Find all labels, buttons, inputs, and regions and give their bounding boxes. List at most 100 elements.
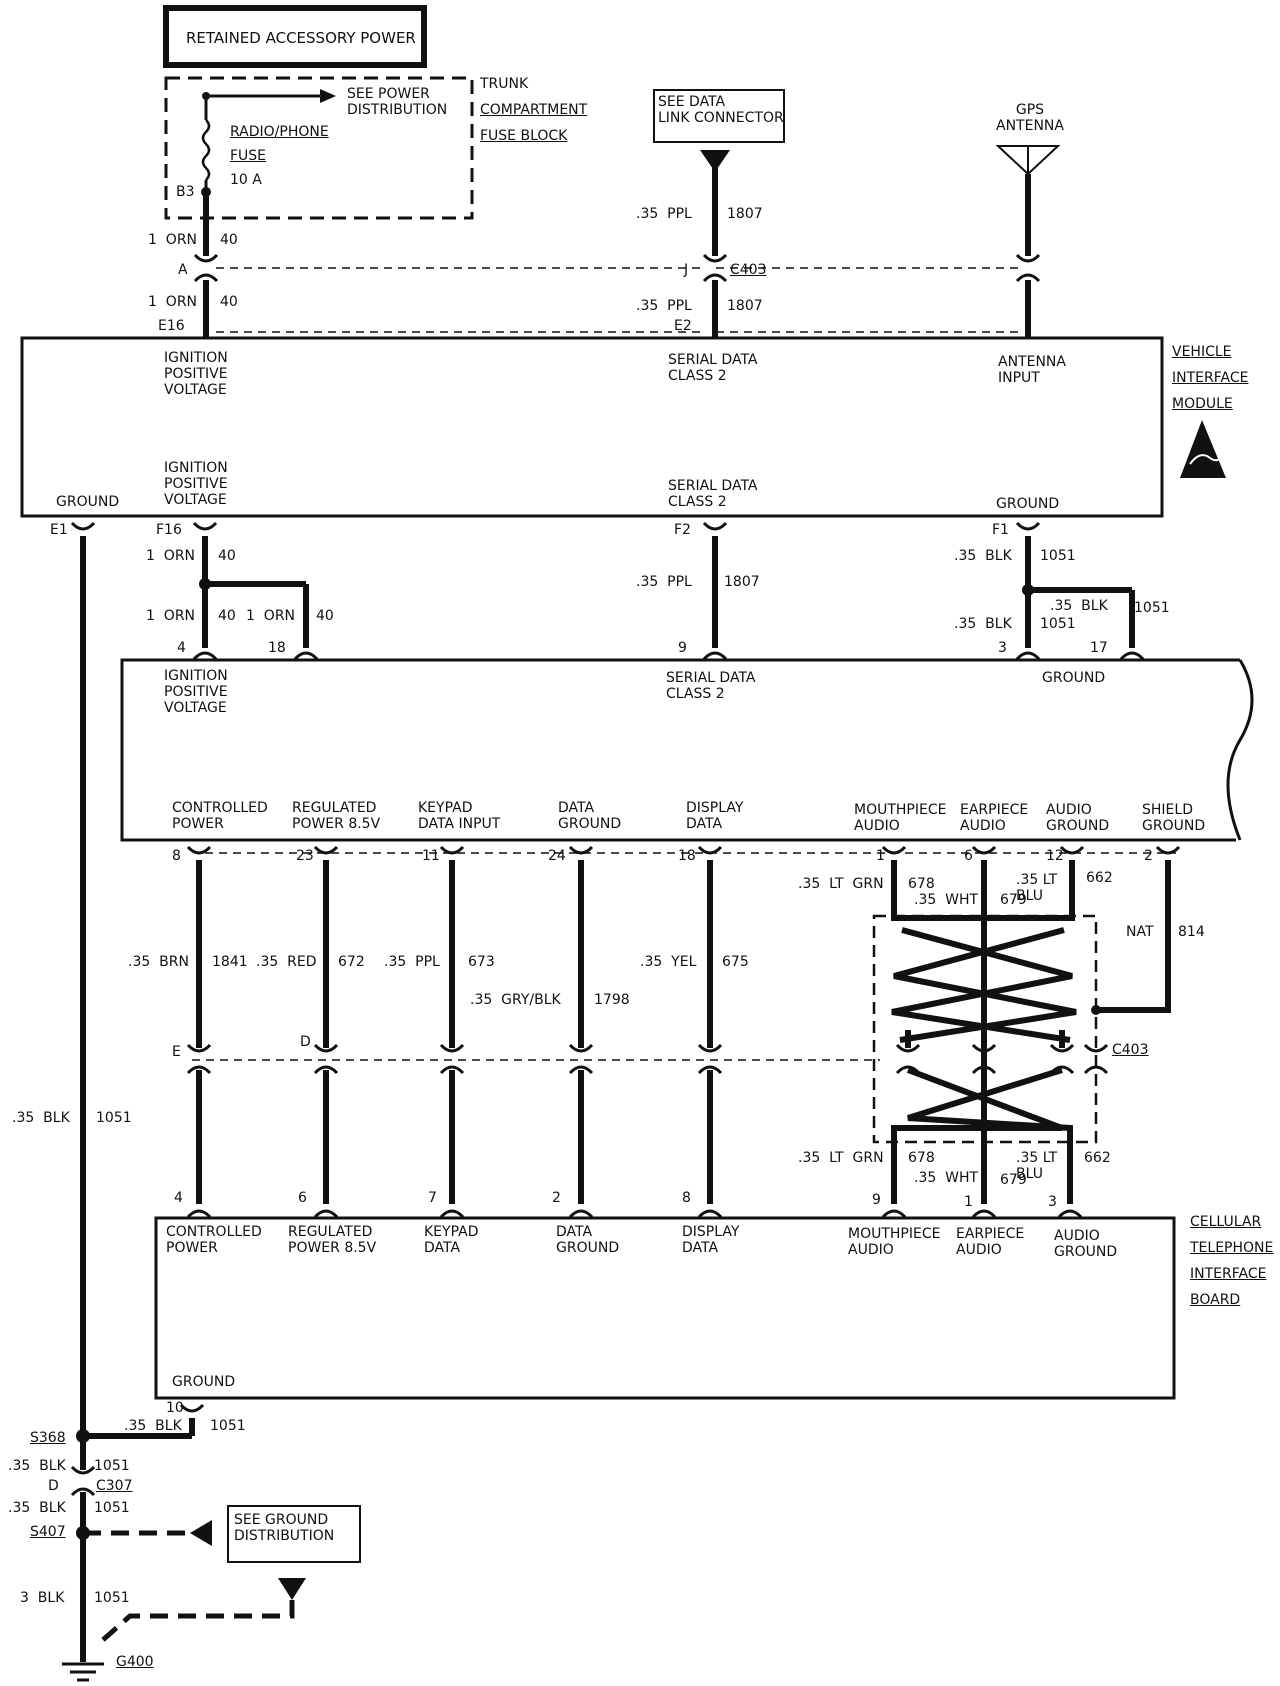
data-link-box: [653, 89, 785, 143]
wire-gauge: .35 LT GRN: [798, 876, 884, 892]
wire-gauge: .35 PPL: [384, 954, 440, 970]
connector-c403-label: C403: [1112, 1042, 1149, 1058]
pin-9-label: 9: [678, 640, 687, 656]
vehicle-interface-module-box: [20, 336, 1164, 518]
data-ground-label: DATA GROUND: [558, 800, 622, 832]
vim-ground-left-label: GROUND: [56, 494, 120, 510]
pin-label: 3: [1048, 1194, 1057, 1210]
wire-gauge: 3 BLK: [20, 1590, 65, 1606]
wire-gauge: .35 PPL: [636, 298, 692, 314]
compartment-label: COMPARTMENT: [480, 102, 588, 118]
splice-s368-label: S368: [30, 1430, 66, 1446]
pin-3-label: 3: [998, 640, 1007, 656]
board-data-ground-label: DATA GROUND: [556, 1224, 620, 1256]
pin-e16-label: E16: [158, 318, 185, 334]
earpiece-audio-label: EARPIECE AUDIO: [960, 802, 1029, 834]
pin-f2-label: F2: [674, 522, 691, 538]
wire-circuit: 1051: [1040, 616, 1076, 632]
ground-symbol-icon: [62, 1662, 104, 1682]
pin-e1-label: E1: [50, 522, 68, 538]
wire-circuit: 679: [1000, 1172, 1027, 1188]
wire-circuit: 1051: [94, 1500, 130, 1516]
terminal-b3-label: B3: [176, 184, 195, 200]
gps-antenna-label: GPS ANTENNA: [996, 102, 1064, 134]
esd-warning-icon: [1180, 420, 1226, 478]
connector-e-label: E: [172, 1044, 181, 1060]
wire-circuit: 40: [316, 608, 334, 624]
board-title-1: CELLULAR: [1190, 1214, 1262, 1230]
fuse-block-box: [164, 76, 474, 220]
board-display-data-label: DISPLAY DATA: [682, 1224, 740, 1256]
wire-circuit: 1798: [594, 992, 630, 1008]
fuse-amps-label: 10 A: [230, 172, 262, 188]
wire-gauge: .35 BLK: [124, 1418, 182, 1434]
pin-label: 23: [296, 848, 314, 864]
wire-gauge: .35 LT BLU: [1016, 872, 1058, 904]
board-earpiece-audio-label: EARPIECE AUDIO: [956, 1226, 1025, 1258]
telephone-module-box: [120, 658, 1240, 842]
retained-power-box: [163, 5, 427, 68]
pin-10-label: 10: [166, 1400, 184, 1416]
wire-circuit: 662: [1084, 1150, 1111, 1166]
pin-e2-label: E2: [674, 318, 692, 334]
wire-gauge: 1 ORN: [146, 608, 196, 624]
vim-antenna-input-label: ANTENNA INPUT: [998, 354, 1066, 386]
pin-18-label: 18: [268, 640, 286, 656]
arrow-icon: [320, 89, 336, 103]
pin-label: 24: [548, 848, 566, 864]
board-title-4: BOARD: [1190, 1292, 1241, 1308]
wire-circuit: 679: [1000, 892, 1027, 908]
wire-gauge: .35 PPL: [636, 206, 692, 222]
wire-circuit: 40: [218, 608, 236, 624]
wire-circuit: 1807: [727, 298, 763, 314]
wire-circuit: 814: [1178, 924, 1205, 940]
vim-ignition-bottom-label: IGNITION POSITIVE VOLTAGE: [164, 460, 228, 508]
twisted-audio-wires: [872, 845, 1181, 1219]
wire-circuit: 1051: [1134, 600, 1170, 616]
pin-label: 1: [876, 848, 885, 864]
connector-d-label: D: [48, 1478, 59, 1494]
wire-circuit: 40: [220, 294, 238, 310]
wire-circuit: 1051: [96, 1110, 132, 1126]
wire-gauge: .35 WHT: [914, 892, 979, 908]
board-keypad-data-label: KEYPAD DATA: [424, 1224, 479, 1256]
wire-circuit: 675: [722, 954, 749, 970]
board-title-3: INTERFACE: [1190, 1266, 1267, 1282]
board-regulated-power-label: REGULATED POWER 8.5V: [288, 1224, 377, 1256]
wire-gauge: .35 LT GRN: [798, 1150, 884, 1166]
pin-label: 6: [964, 848, 973, 864]
wire-gauge: .35 LT BLU: [1016, 1150, 1058, 1182]
interface-board-box: [154, 1216, 1176, 1400]
wire-circuit: 678: [908, 1150, 935, 1166]
board-title-2: TELEPHONE: [1190, 1240, 1274, 1256]
pin-label: 8: [682, 1190, 691, 1206]
splice-s407-label: S407: [30, 1524, 66, 1540]
fuse-icon: [201, 119, 211, 181]
wire-gauge: .35 GRY/BLK: [470, 992, 561, 1008]
mouthpiece-audio-label: MOUTHPIECE AUDIO: [854, 802, 947, 834]
keypad-data-input-label: KEYPAD DATA INPUT: [418, 800, 501, 832]
pin-label: 12: [1046, 848, 1064, 864]
pin-label: 11: [422, 848, 440, 864]
connector-c403-label: C403: [730, 262, 767, 278]
ground-distribution-box: [227, 1505, 361, 1563]
fuse-block-label: FUSE BLOCK: [480, 128, 568, 144]
wire-circuit: 1051: [94, 1458, 130, 1474]
radio-phone-label: RADIO/PHONE: [230, 124, 329, 140]
wire-gauge: NAT: [1126, 924, 1154, 940]
wire-gauge: 1 ORN: [246, 608, 296, 624]
data-link-label: SEE DATA LINK CONNECTOR: [658, 94, 784, 126]
board-ground-label: GROUND: [172, 1374, 236, 1390]
vim-serial-bottom-label: SERIAL DATA CLASS 2: [668, 478, 758, 510]
pin-label: 1: [964, 1194, 973, 1210]
wire-circuit: 1051: [94, 1590, 130, 1606]
ground-g400-label: G400: [116, 1654, 154, 1670]
pin-label: 2: [1144, 848, 1153, 864]
wire-gauge: 1 ORN: [148, 294, 198, 310]
trunk-label: TRUNK: [480, 76, 529, 92]
board-controlled-power-label: CONTROLLED POWER: [166, 1224, 262, 1256]
see-ground-distribution-label: SEE GROUND DISTRIBUTION: [234, 1512, 335, 1544]
wire-gauge: .35 BLK: [954, 616, 1012, 632]
wire-circuit: 678: [908, 876, 935, 892]
